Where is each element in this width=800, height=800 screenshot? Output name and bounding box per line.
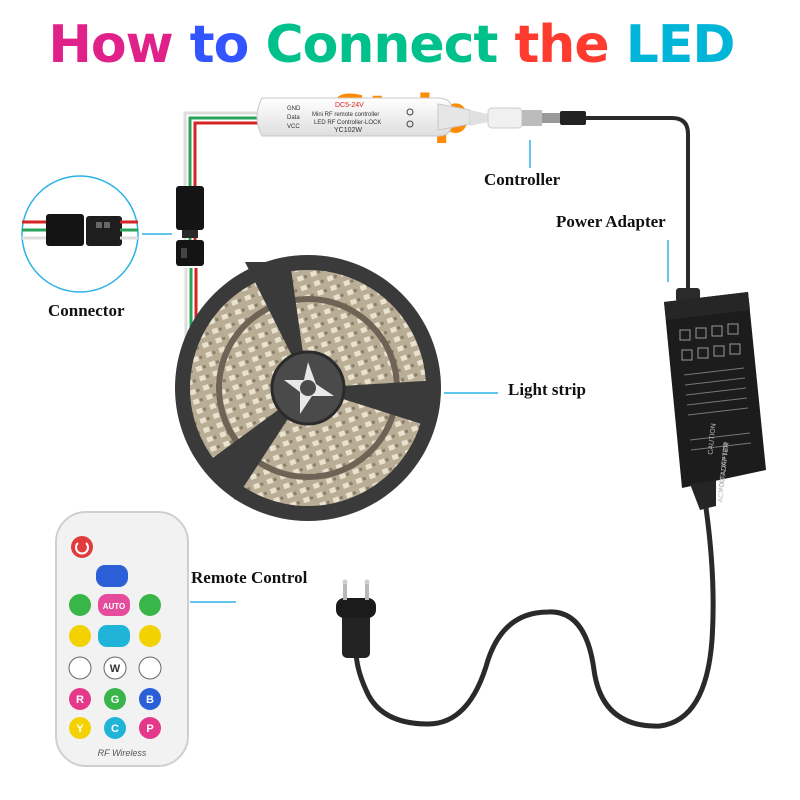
blue-button[interactable] [139, 688, 161, 710]
brightness-down-button[interactable] [69, 625, 91, 647]
purple-button-label: P [146, 723, 153, 735]
dc-cable [586, 116, 690, 298]
power-adapter[interactable]: CAUTION MODEL: JCY-1250 AC / DC ADAPTER [664, 288, 766, 510]
yellow-button[interactable] [69, 717, 91, 739]
remote-footer: RF Wireless [98, 748, 147, 758]
auto-button[interactable] [98, 594, 130, 616]
title-word: Connect [265, 15, 515, 75]
red-button-label: R [76, 694, 84, 706]
connector-zoom [21, 175, 172, 293]
controller-plus-icon [406, 108, 414, 116]
title-word: the [514, 15, 626, 75]
controller-pin-vcc: VCC [287, 124, 300, 130]
dc-jack[interactable] [470, 107, 586, 129]
speed-button[interactable] [98, 625, 130, 647]
rf-controller[interactable]: GND Data VCC DC5-24V Mini RF remote cont… [256, 97, 471, 137]
led-strip-reel[interactable] [175, 255, 441, 521]
auto-button-label: AUTO [103, 602, 126, 611]
yellow-button-label: Y [76, 723, 84, 735]
ac-cord [353, 507, 716, 729]
rf-remote[interactable]: AUTO W R G B Y C P RF Wireless [55, 511, 189, 767]
purple-button[interactable] [139, 717, 161, 739]
mode-up-button[interactable] [96, 565, 128, 587]
controller-line2: LED RF Controller-LOCK [314, 120, 381, 126]
mode-plus-button[interactable] [139, 594, 161, 616]
adapter-caution: CAUTION [707, 423, 717, 455]
white-button[interactable] [103, 656, 127, 680]
title-word: to [189, 15, 266, 75]
title-word: How [48, 15, 190, 75]
jst-connector[interactable] [176, 186, 204, 266]
eu-plug[interactable] [336, 579, 376, 659]
blue-button-label: B [146, 694, 154, 706]
cyan-button[interactable] [104, 717, 126, 739]
controller-minus-icon [406, 120, 414, 128]
connector-label: Connector [48, 301, 125, 320]
controller-voltage: DC5-24V [335, 102, 364, 109]
controller-model: YC102W [334, 127, 362, 134]
power-button[interactable] [71, 536, 93, 558]
adapter-model: MODEL: JCY-1250 [718, 441, 729, 493]
controller-line1: Mini RF remote controller [312, 112, 379, 118]
brightness-up-button[interactable] [139, 625, 161, 647]
remote-control-label: Remote Control [191, 568, 308, 587]
red-button[interactable] [69, 688, 91, 710]
light-strip-label: Light strip [508, 380, 586, 399]
mode-minus-button[interactable] [69, 594, 91, 616]
green-button-label: G [111, 694, 120, 706]
white-button-label: W [110, 663, 121, 675]
lock-button[interactable] [68, 656, 92, 680]
settings-button[interactable] [138, 656, 162, 680]
cyan-button-label: C [111, 723, 119, 735]
power-adapter-label: Power Adapter [556, 212, 666, 231]
controller-pin-data: Data [287, 115, 300, 121]
green-button[interactable] [104, 688, 126, 710]
title-word: LED [625, 15, 752, 75]
power-icon [75, 542, 89, 555]
controller-label: Controller [484, 170, 561, 189]
controller-pin-gnd: GND [287, 106, 301, 112]
